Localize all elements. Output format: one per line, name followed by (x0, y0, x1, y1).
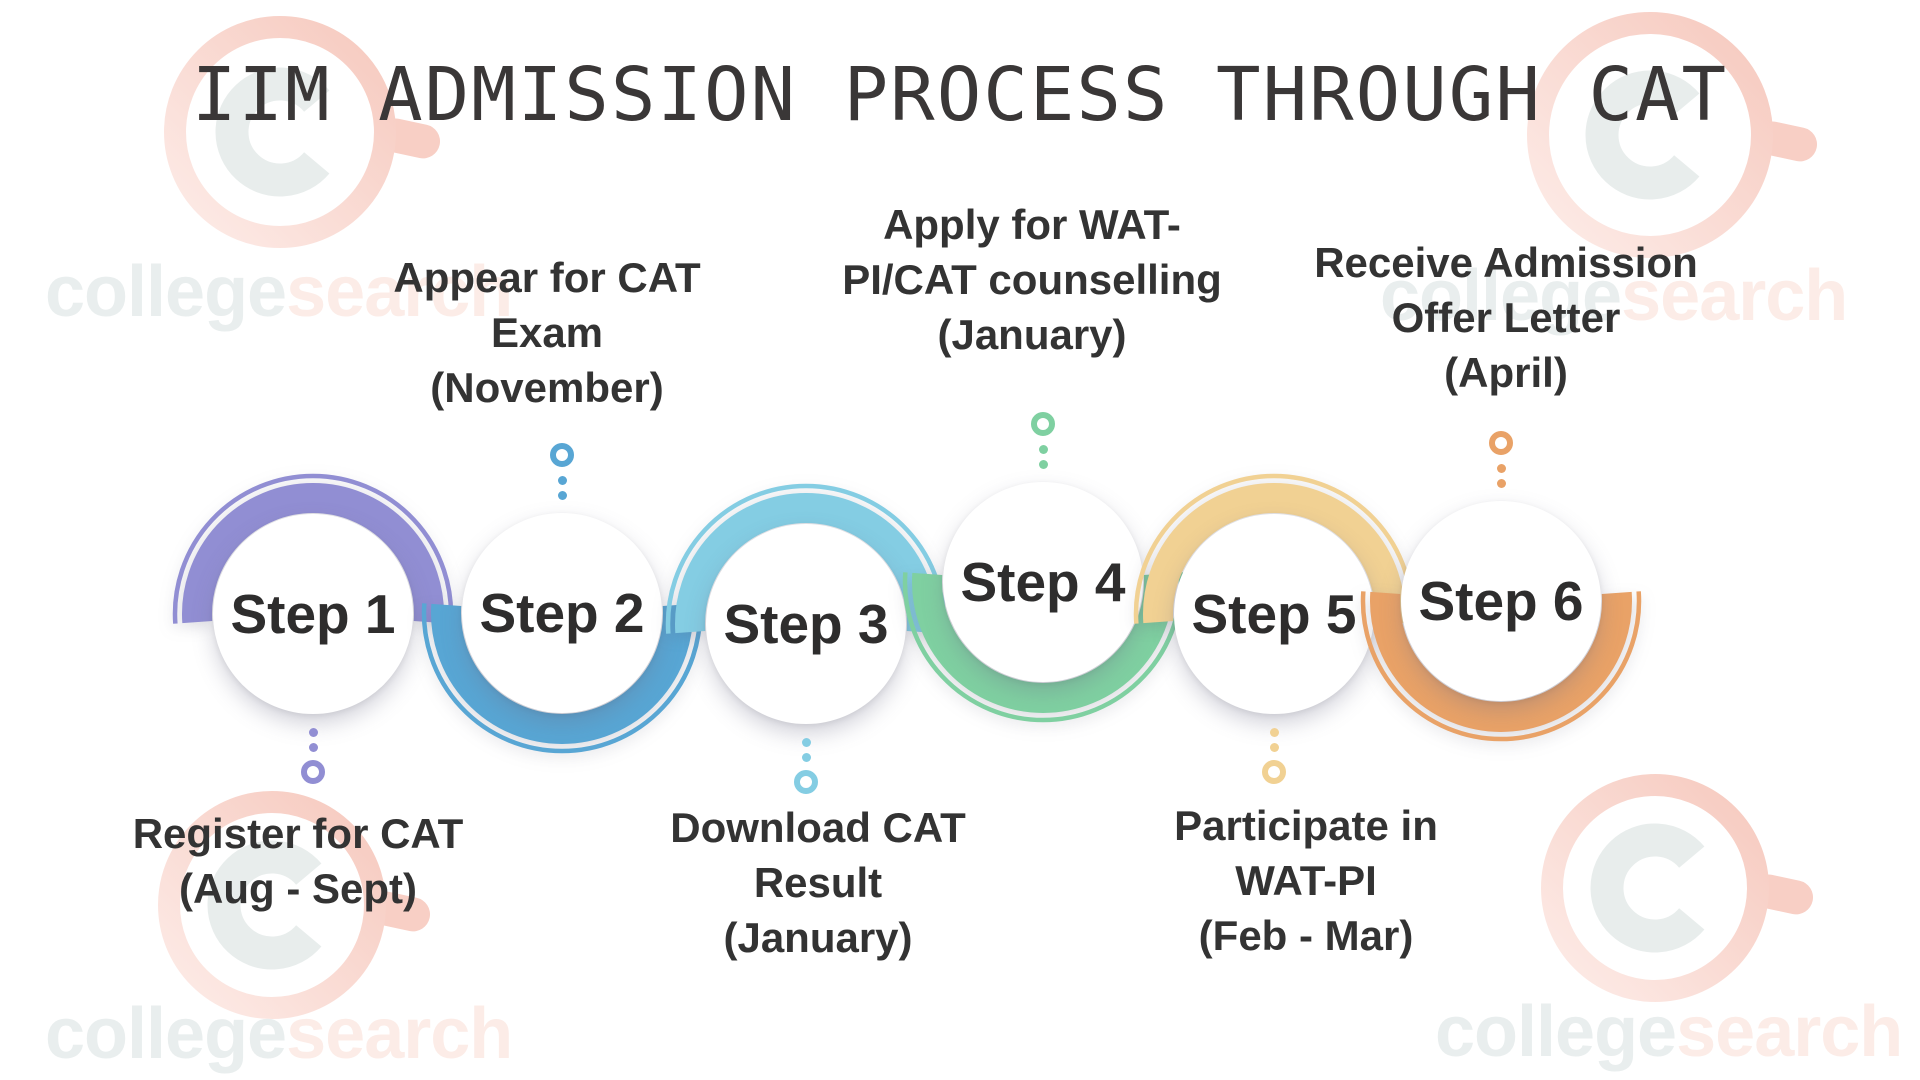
step-caption: Appear for CAT Exam (November) (297, 250, 797, 415)
collegesearch-text-watermark: collegesearch (45, 998, 513, 1070)
collegesearch-text-watermark: collegesearch (45, 256, 513, 328)
caption-line: (April) (1444, 349, 1568, 396)
step-arc (1360, 591, 1642, 742)
connector-ring (550, 443, 574, 467)
step-caption: Register for CAT (Aug - Sept) (48, 806, 548, 916)
watermark-college-part: college (45, 252, 287, 332)
caption-line: Offer Letter (1391, 294, 1621, 341)
step-circle: Step 4 (943, 482, 1143, 682)
watermark-college-part: college (1380, 256, 1622, 336)
caption-line: Apply for WAT- (883, 201, 1181, 248)
caption-line: Receive Admission (1314, 239, 1698, 286)
step-circle: Step 6 (1401, 501, 1601, 701)
watermark-search-part: search (1621, 256, 1848, 336)
connector-dot (1496, 478, 1506, 488)
caption-line: WAT-PI (1235, 857, 1377, 904)
step-label: Step 1 (230, 583, 396, 645)
connector-dot (1269, 742, 1279, 752)
caption-line: (Aug - Sept) (179, 865, 417, 912)
connector-dot (1496, 463, 1506, 473)
logo-c-glyph (207, 840, 322, 970)
caption-line: (January) (937, 311, 1127, 358)
caption-line: (Feb - Mar) (1198, 912, 1414, 959)
logo-ring (158, 791, 386, 1019)
connector-dot (557, 490, 567, 500)
connector-ring (1031, 412, 1055, 436)
step-arc (172, 473, 454, 624)
caption-line: (January) (723, 914, 913, 961)
step-label: Step 5 (1191, 583, 1357, 645)
collegesearch-text-watermark: collegesearch (1380, 260, 1848, 332)
connector-ring (1262, 760, 1286, 784)
step-arc (1133, 473, 1415, 624)
step-circle: Step 1 (213, 514, 413, 714)
step-circle: Step 3 (706, 524, 906, 724)
watermark-search-part: search (1676, 992, 1903, 1072)
collegesearch-logo-watermark (164, 16, 441, 248)
connector-dot (1038, 444, 1048, 454)
step-circle: Step 2 (462, 513, 662, 713)
step-arc (665, 483, 947, 634)
connector-dot (801, 752, 811, 762)
watermark-search-part: search (286, 252, 513, 332)
caption-line: Appear for CAT (393, 254, 701, 301)
step-arc (902, 572, 1184, 723)
watermark-college-part: college (45, 994, 287, 1074)
step-label: Step 2 (479, 582, 645, 644)
caption-line: Result (753, 859, 883, 906)
connector-dot (308, 742, 318, 752)
page-title: IIM ADMISSION PROCESS THROUGH CAT (191, 52, 1729, 138)
caption-line: PI/CAT counselling (842, 256, 1222, 303)
step-caption: Download CAT Result (January) (568, 800, 1068, 965)
connector-dot (1038, 459, 1048, 469)
connector-dot (801, 737, 811, 747)
caption-line: Participate in (1174, 802, 1438, 849)
connector-dot (308, 727, 318, 737)
connector-ring (301, 760, 325, 784)
collegesearch-logo-watermark (1527, 12, 1818, 258)
caption-line: (November) (430, 364, 664, 411)
connector-dot (1269, 727, 1279, 737)
collegesearch-text-watermark: collegesearch (1435, 996, 1903, 1068)
step-arc (421, 603, 703, 754)
connector-ring (794, 770, 818, 794)
caption-line: Register for CAT (132, 810, 464, 857)
step-caption: Apply for WAT- PI/CAT counselling (January… (782, 197, 1282, 362)
logo-c-glyph (1590, 823, 1705, 953)
watermark-search-part: search (286, 994, 513, 1074)
step-circle: Step 5 (1174, 514, 1374, 714)
caption-line: Download CAT (670, 804, 966, 851)
step-label: Step 6 (1418, 570, 1584, 632)
collegesearch-logo-watermark (1541, 774, 1814, 1002)
step-caption: Participate in WAT-PI (Feb - Mar) (1056, 798, 1556, 963)
logo-ring (1527, 12, 1773, 258)
collegesearch-logo-watermark (158, 791, 431, 1019)
step-label: Step 4 (960, 551, 1126, 613)
caption-line: Exam (490, 309, 604, 356)
logo-ring (164, 16, 396, 248)
watermark-college-part: college (1435, 992, 1677, 1072)
logo-c-glyph (1585, 70, 1700, 200)
logo-c-glyph (215, 67, 330, 197)
connector-dot (557, 475, 567, 485)
logo-ring (1541, 774, 1769, 1002)
connector-ring (1489, 431, 1513, 455)
step-label: Step 3 (723, 593, 889, 655)
